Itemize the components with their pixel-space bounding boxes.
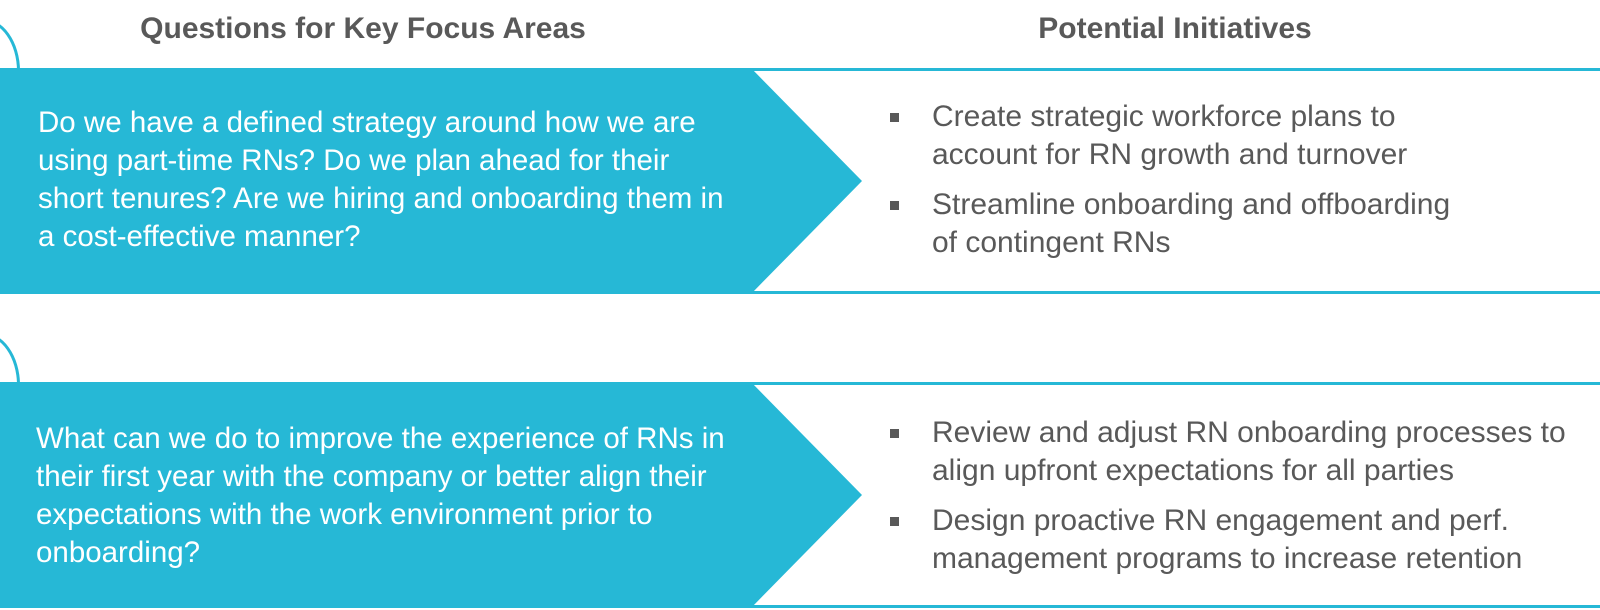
initiative-item: Design proactive RN engagement and perf.…: [888, 502, 1600, 578]
square-bullet-icon: [890, 113, 899, 122]
initiative-item: Create strategic workforce plans to acco…: [888, 98, 1600, 174]
initiatives-list: Create strategic workforce plans to acco…: [888, 98, 1600, 274]
row-bottom-divider: [0, 291, 1600, 294]
initiative-line: Review and adjust RN onboarding processe…: [932, 416, 1566, 449]
initiatives-column-header: Potential Initiatives: [1038, 12, 1312, 45]
question-text: What can we do to improve the experience…: [36, 422, 725, 569]
initiatives-list: Review and adjust RN onboarding processe…: [888, 414, 1600, 590]
row-top-divider: [0, 68, 1600, 71]
initiative-line: of contingent RNs: [932, 226, 1171, 259]
questions-column-header: Questions for Key Focus Areas: [140, 12, 586, 45]
initiative-line: management programs to increase retentio…: [932, 542, 1523, 575]
row-bottom-divider: [0, 605, 1600, 608]
focus-area-row: Do we have a defined strategy around how…: [0, 68, 1600, 294]
question-text: Do we have a defined strategy around how…: [38, 106, 724, 253]
initiative-line: Design proactive RN engagement and perf.: [932, 504, 1510, 537]
initiative-line: Create strategic workforce plans to: [932, 100, 1396, 133]
initiative-line: account for RN growth and turnover: [932, 138, 1408, 171]
square-bullet-icon: [890, 201, 899, 210]
square-bullet-icon: [890, 517, 899, 526]
square-bullet-icon: [890, 429, 899, 438]
initiative-line: align upfront expectations for all parti…: [932, 454, 1454, 487]
initiative-line: Streamline onboarding and offboarding: [932, 188, 1451, 221]
row-top-divider: [0, 382, 1600, 385]
question-chevron: [0, 68, 862, 294]
initiative-item: Review and adjust RN onboarding processe…: [888, 414, 1600, 490]
initiative-item: Streamline onboarding and offboarding of…: [888, 186, 1600, 262]
question-chevron: [0, 382, 862, 608]
focus-area-row: What can we do to improve the experience…: [0, 382, 1600, 608]
